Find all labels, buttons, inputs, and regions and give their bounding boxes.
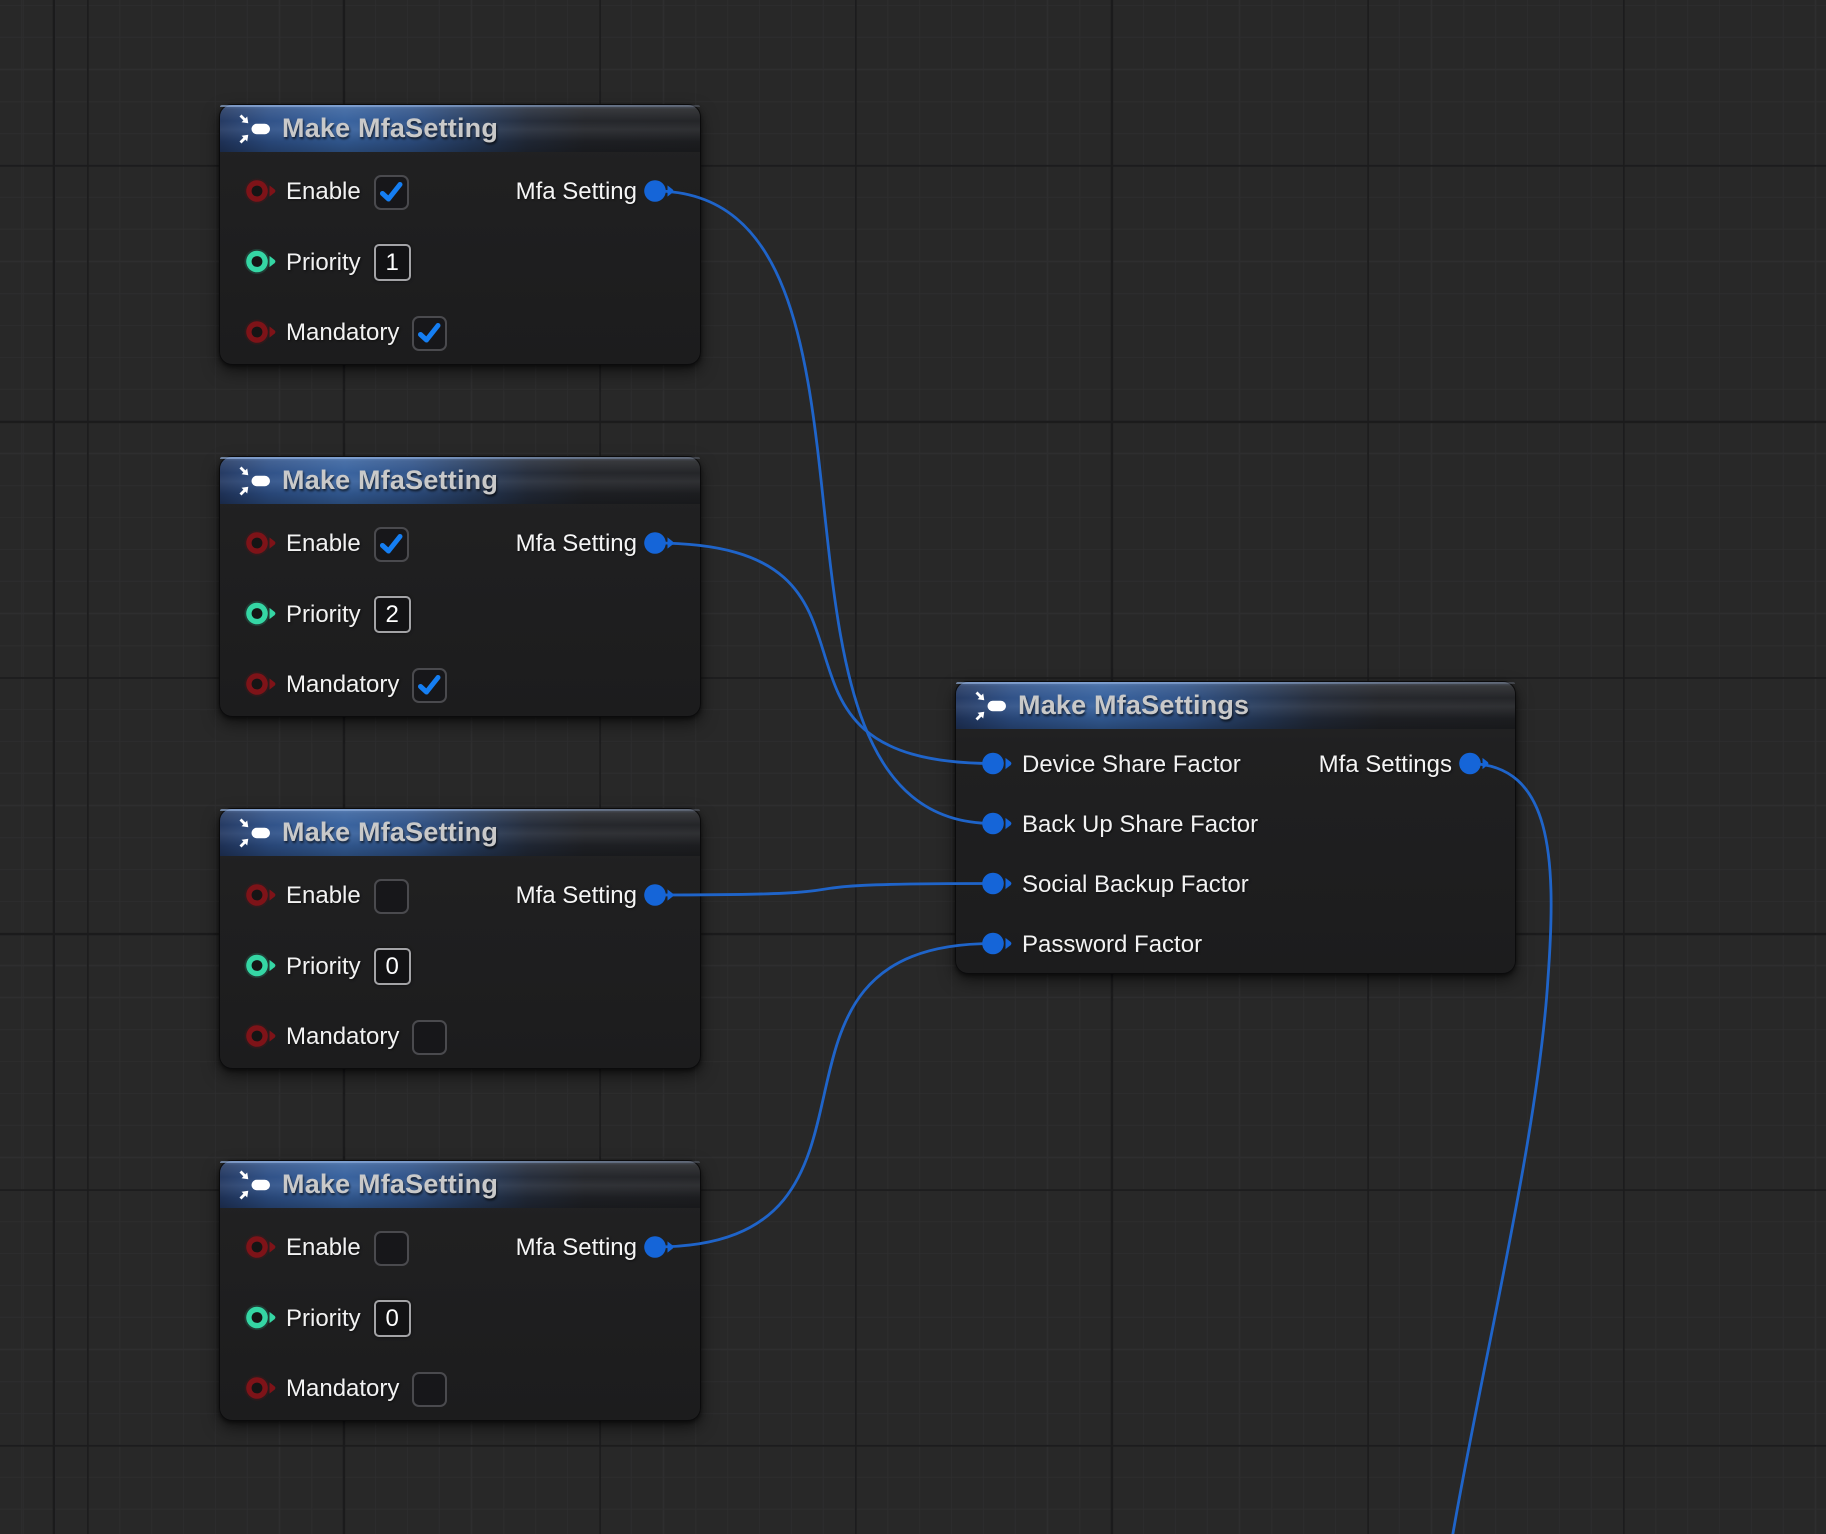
make-struct-icon: [975, 691, 1006, 720]
pin-label: Device Share Factor: [1022, 750, 1241, 778]
node-title: Make MfaSetting: [282, 465, 499, 495]
pin-label: Mandatory: [286, 1023, 400, 1050]
output-row-mfa-setting: Mfa Setting: [516, 1213, 637, 1283]
pin-row-social-backup-factor: Social Backup Factor: [1022, 850, 1249, 920]
pin-label: Social Backup Factor: [1022, 870, 1249, 898]
pin-row-enable: Enable: [286, 509, 409, 579]
enable-checkbox[interactable]: [373, 878, 409, 914]
output-row-mfa-setting: Mfa Setting: [516, 157, 637, 227]
output-row-mfa-setting: Mfa Setting: [516, 861, 637, 931]
node-header[interactable]: Make MfaSetting: [220, 1161, 700, 1208]
node-make-mfasetting-2[interactable]: Make MfaSetting Enable Priority 2 Mandat…: [219, 456, 701, 717]
pin-label: Priority: [286, 952, 361, 980]
output-pin-label: Mfa Setting: [515, 530, 637, 557]
pin-label: Enable: [286, 178, 361, 205]
node-header[interactable]: Make MfaSetting: [220, 105, 700, 152]
pin-row-enable: Enable: [286, 861, 409, 931]
enable-checkbox[interactable]: [373, 1230, 409, 1266]
enable-checkbox[interactable]: [373, 174, 409, 210]
mandatory-checkbox[interactable]: [412, 1371, 448, 1407]
pin-row-password-factor: Password Factor: [1022, 910, 1202, 980]
pin-row-device-share-factor: Device Share Factor: [1022, 730, 1241, 800]
pin-label: Enable: [286, 1234, 361, 1261]
pin-label: Enable: [286, 530, 361, 557]
pin-row-back-up-share-factor: Back Up Share Factor: [1022, 790, 1258, 860]
pin-label: Priority: [286, 248, 361, 276]
node-header[interactable]: Make MfaSetting: [220, 457, 700, 504]
node-make-mfasetting-3[interactable]: Make MfaSetting Enable Priority 0 Mandat…: [219, 808, 701, 1069]
pin-row-mandatory: Mandatory: [286, 1354, 448, 1424]
pin-label: Mandatory: [286, 1375, 400, 1402]
priority-value-input[interactable]: 1: [373, 244, 411, 281]
output-pin-label: Mfa Setting: [515, 178, 637, 205]
wire-connection-0[interactable]: [654, 189, 994, 825]
mandatory-checkbox[interactable]: [412, 315, 448, 351]
node-make-mfasettings[interactable]: Make MfaSettings Device Share Factor Bac…: [955, 681, 1516, 974]
pin-label: Mandatory: [286, 319, 400, 346]
pin-label: Enable: [286, 882, 361, 909]
output-pin-label: Mfa Setting: [515, 882, 637, 909]
wire-connection-1[interactable]: [654, 541, 994, 765]
make-struct-icon: [239, 114, 270, 143]
priority-value-input[interactable]: 2: [373, 596, 411, 633]
pin-label: Mandatory: [286, 671, 400, 698]
pin-row-mandatory: Mandatory: [286, 298, 448, 368]
wire-connection-3[interactable]: [654, 942, 994, 1249]
make-struct-icon: [239, 1170, 270, 1199]
node-title: Make MfaSetting: [282, 817, 499, 847]
pin-row-priority: Priority 2: [286, 580, 411, 650]
pin-row-mandatory: Mandatory: [286, 650, 448, 720]
pin-label: Back Up Share Factor: [1022, 810, 1259, 838]
pin-label: Password Factor: [1022, 930, 1203, 958]
node-title: Make MfaSetting: [282, 1169, 499, 1199]
node-title: Make MfaSettings: [1018, 690, 1250, 720]
mandatory-checkbox[interactable]: [412, 1019, 448, 1055]
node-make-mfasetting-4[interactable]: Make MfaSetting Enable Priority 0 Mandat…: [219, 1160, 701, 1421]
pin-row-enable: Enable: [286, 1213, 409, 1283]
pin-row-mandatory: Mandatory: [286, 1002, 448, 1072]
priority-value-input[interactable]: 0: [373, 1300, 411, 1337]
pin-label: Priority: [286, 600, 361, 628]
output-row-mfa-setting: Mfa Setting: [516, 509, 637, 579]
pin-row-priority: Priority 0: [286, 932, 411, 1002]
priority-value-input[interactable]: 0: [373, 948, 411, 985]
output-pin-label: Mfa Setting: [515, 1234, 637, 1261]
enable-checkbox[interactable]: [373, 526, 409, 562]
node-title: Make MfaSetting: [282, 113, 499, 143]
mandatory-checkbox[interactable]: [412, 667, 448, 703]
make-struct-icon: [239, 466, 270, 495]
node-make-mfasetting-1[interactable]: Make MfaSetting Enable Priority 1 Mandat…: [219, 104, 701, 365]
output-row-mfa-settings: Mfa Settings: [1319, 730, 1452, 800]
pin-row-priority: Priority 0: [286, 1284, 411, 1354]
wire-connection-2[interactable]: [654, 882, 994, 897]
output-pin-label: Mfa Settings: [1318, 750, 1452, 778]
pin-row-priority: Priority 1: [286, 228, 411, 298]
node-header[interactable]: Make MfaSettings: [956, 682, 1515, 729]
node-header[interactable]: Make MfaSetting: [220, 809, 700, 856]
pin-label: Priority: [286, 1304, 361, 1332]
make-struct-icon: [239, 818, 270, 847]
pin-row-enable: Enable: [286, 157, 409, 227]
